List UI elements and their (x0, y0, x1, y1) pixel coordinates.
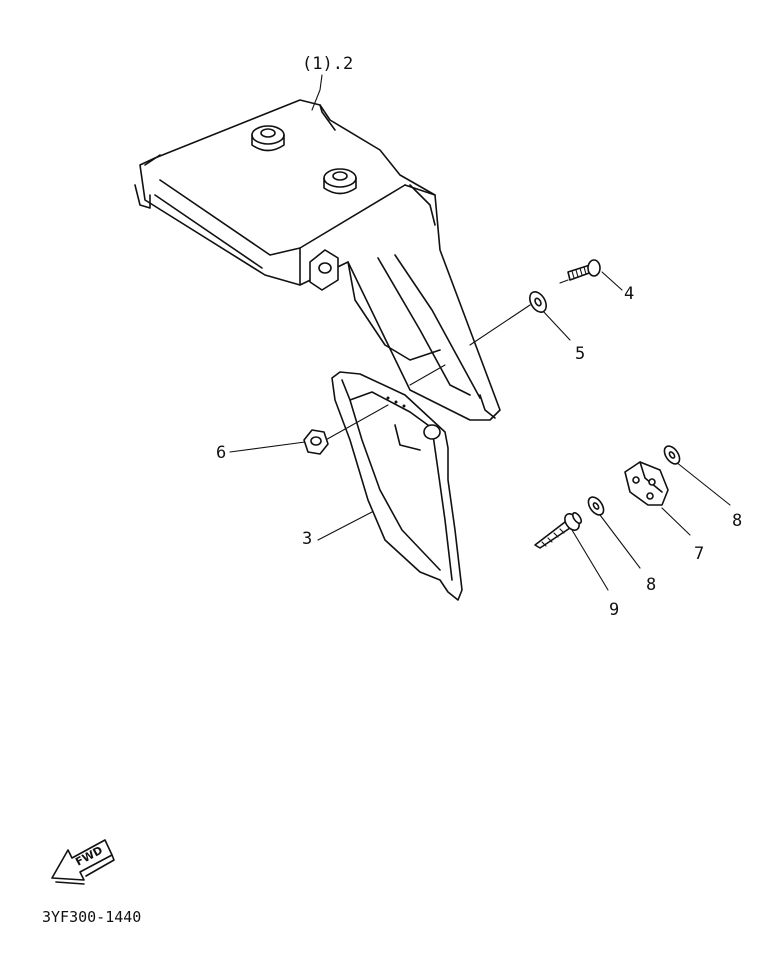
rear-fender-main (134, 99, 501, 421)
washer-part-8-lower (587, 496, 605, 516)
label-part-3: 3 (302, 529, 312, 549)
nut-part-6 (303, 429, 329, 455)
label-part-8-lower: 8 (646, 575, 656, 595)
label-part-6: 6 (216, 443, 226, 463)
label-part-9: 9 (609, 600, 619, 620)
label-part-8-upper: 8 (732, 511, 742, 531)
forward-arrow-icon: FWD (51, 839, 115, 885)
bracket-part-7 (624, 461, 669, 506)
drawing-code: 3YF300-1440 (42, 908, 141, 926)
washer-part-8-upper (663, 445, 681, 465)
screw-part-9 (534, 511, 583, 549)
mud-flap (331, 371, 463, 601)
washer-part-5 (529, 291, 547, 313)
label-part-5: 5 (575, 344, 585, 364)
leader-lines (229, 74, 731, 591)
label-part-4: 4 (624, 284, 634, 304)
label-part-7: 7 (694, 544, 704, 564)
label-part-1-2: (1).2 (302, 54, 353, 74)
bolt-part-4 (567, 259, 601, 281)
